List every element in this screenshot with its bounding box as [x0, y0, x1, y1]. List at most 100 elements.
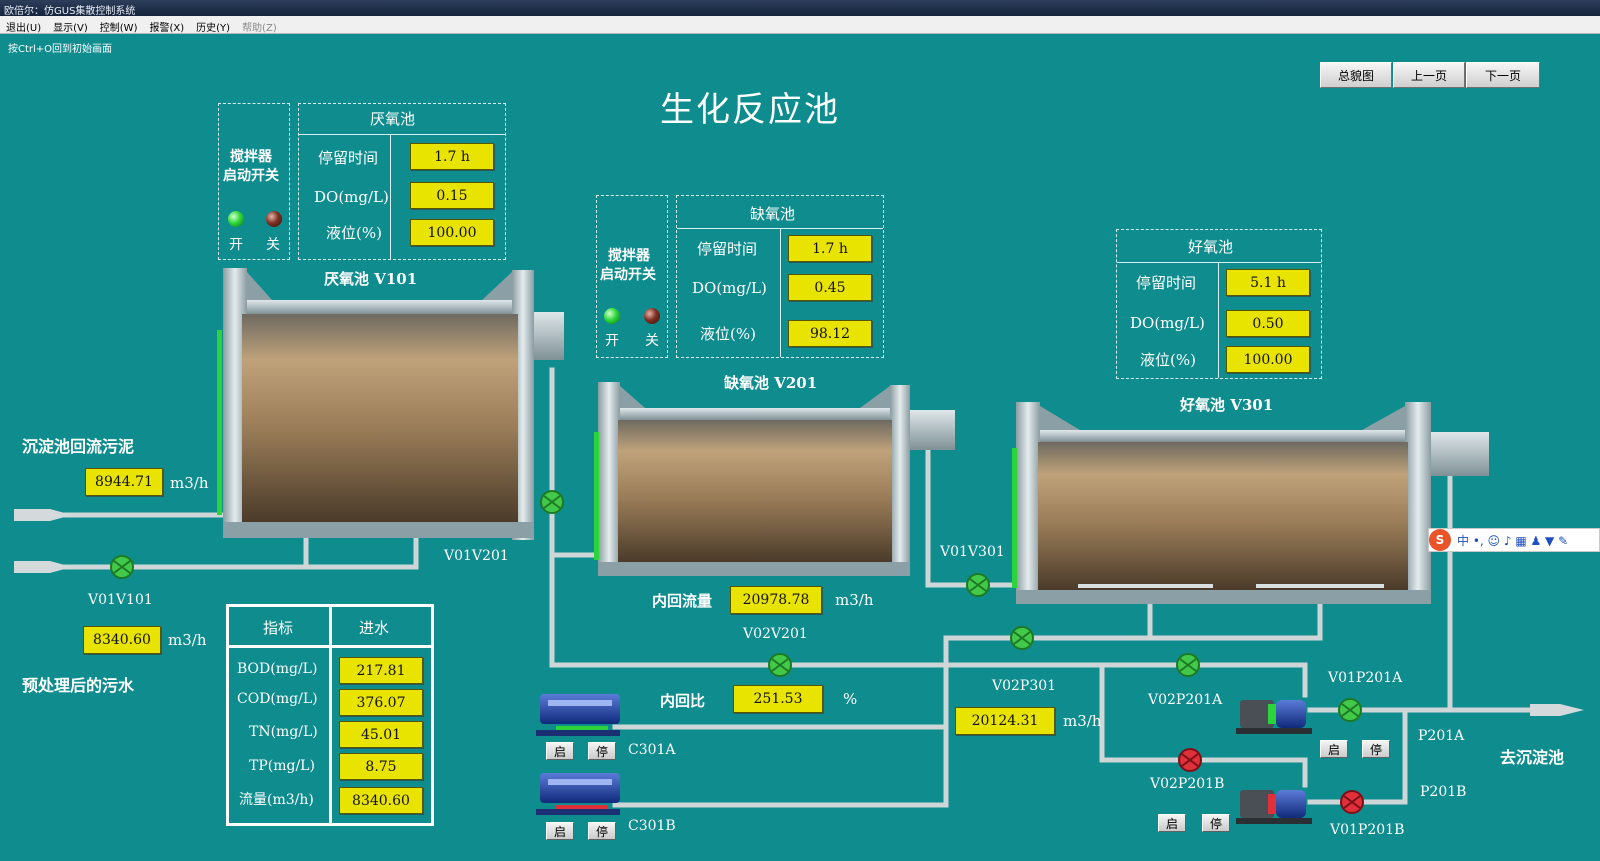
p201b-stop-button[interactable]: 停 [1202, 814, 1230, 832]
valve-v01p201a[interactable] [1338, 698, 1362, 722]
menu-bar: 退出(U) 显示(V) 控制(W) 报警(X) 历史(Y) 帮助(Z) [0, 16, 1600, 34]
tank-v301-label: 好氧池 V301 [1180, 396, 1274, 414]
anaerobic-level-value: 100.00 [410, 219, 494, 246]
p201a-start-button[interactable]: 启 [1320, 740, 1348, 758]
level-label: 液位(%) [700, 325, 756, 343]
mixer-off-indicator[interactable] [644, 308, 660, 324]
prev-page-button[interactable]: 上一页 [1393, 62, 1465, 88]
do-label: DO(mg/L) [314, 188, 389, 206]
table-header-influent: 进水 [359, 619, 390, 637]
menu-control[interactable]: 控制(W) [99, 23, 138, 34]
mixer-on-indicator[interactable] [228, 211, 244, 227]
table-row-value: 45.01 [339, 721, 423, 748]
mixer-on-label: 开 [229, 237, 243, 253]
c301b-stop-button[interactable]: 停 [588, 822, 616, 840]
overview-button[interactable]: 总貌图 [1320, 62, 1392, 88]
tag-v01p201a: V01P201A [1328, 670, 1403, 686]
anaerobic-header: 厌氧池 [370, 110, 416, 128]
dwell-label: 停留时间 [697, 240, 758, 258]
aerobic-dwell-value: 5.1 h [1226, 269, 1310, 296]
aerobic-header: 好氧池 [1188, 238, 1234, 256]
menu-alarm[interactable]: 报警(X) [149, 23, 185, 34]
ime-logo-icon[interactable]: S [1429, 529, 1451, 551]
internal-flow-unit: m3/h [835, 591, 874, 609]
anoxic-dwell-value: 1.7 h [788, 235, 872, 262]
table-row-value: 217.81 [339, 657, 423, 684]
table-row-name: TN(mg/L) [249, 724, 318, 740]
ime-tools[interactable]: 中 •, ☺ ♪ ▦ ♟ ▼ ✎ [1457, 533, 1569, 548]
outlet-label: 去沉淀池 [1500, 748, 1565, 767]
valve-v01v301[interactable] [966, 573, 990, 597]
table-row-name: BOD(mg/L) [237, 661, 318, 677]
divider [780, 228, 781, 357]
table-row-value: 8340.60 [339, 787, 423, 814]
mixer-off-label: 关 [645, 333, 659, 349]
internal-flow-label: 内回流量 [652, 592, 713, 610]
valve-v01v101[interactable] [110, 555, 134, 579]
valve-v02v201[interactable] [768, 653, 792, 677]
ime-toolbar[interactable]: S 中 •, ☺ ♪ ▦ ♟ ▼ ✎ [1428, 528, 1600, 552]
air-flow-value: 20124.31 [955, 707, 1055, 735]
anaerobic-param-panel [298, 103, 506, 260]
tag-v02p201b: V02P201B [1150, 776, 1225, 792]
valve-v01v201[interactable] [540, 490, 564, 514]
mixer-on-indicator[interactable] [604, 308, 620, 324]
anaerobic-dwell-value: 1.7 h [410, 143, 494, 170]
next-page-button[interactable]: 下一页 [1466, 62, 1540, 88]
mixer-off-indicator[interactable] [266, 211, 282, 227]
menu-help[interactable]: 帮助(Z) [242, 23, 277, 34]
table-row-value: 8.75 [339, 753, 423, 780]
tag-c301a: C301A [628, 742, 676, 758]
aerobic-param-panel [1116, 229, 1322, 379]
p201a-stop-button[interactable]: 停 [1362, 740, 1390, 758]
tank-v101 [223, 268, 564, 540]
menu-exit[interactable]: 退出(U) [6, 23, 42, 34]
window-titlebar: 欧倍尔：仿GUS集散控制系统 [0, 0, 1600, 17]
anoxic-header: 缺氧池 [750, 205, 796, 223]
menu-history[interactable]: 历史(Y) [196, 23, 231, 34]
valve-v02p201b[interactable] [1178, 748, 1202, 772]
dwell-label: 停留时间 [1136, 274, 1197, 292]
internal-ratio-label: 内回比 [660, 692, 706, 710]
aerobic-level-value: 100.00 [1226, 346, 1310, 373]
influent-index-table: 指标 进水 BOD(mg/L) 217.81 COD(mg/L) 376.07 … [226, 604, 434, 826]
pump-p201b[interactable] [1236, 790, 1312, 824]
aerobic-do-value: 0.50 [1226, 310, 1310, 337]
valve-v02p201a[interactable] [1176, 653, 1200, 677]
hint-text: 按Ctrl+O回到初始画面 [8, 44, 113, 55]
table-row-name: COD(mg/L) [237, 691, 318, 707]
valve-v02p301[interactable] [1010, 626, 1034, 650]
window-title: 欧倍尔：仿GUS集散控制系统 [4, 6, 136, 17]
tag-v01v301: V01V301 [940, 544, 1005, 560]
do-label: DO(mg/L) [1130, 314, 1205, 332]
return-sludge-unit: m3/h [170, 474, 209, 492]
c301a-start-button[interactable]: 启 [546, 742, 574, 760]
dwell-label: 停留时间 [318, 149, 379, 167]
divider [299, 134, 505, 135]
tag-v02p301: V02P301 [992, 678, 1057, 694]
sewage-inlet-arrow [14, 561, 72, 573]
tag-p201b: P201B [1420, 784, 1467, 800]
outlet-arrow [1530, 704, 1584, 716]
c301b-start-button[interactable]: 启 [546, 822, 574, 840]
p201b-start-button[interactable]: 启 [1158, 814, 1186, 832]
table-divider [329, 607, 332, 823]
mixer-switch-panel-v201 [596, 195, 668, 358]
pretreated-flow-value: 8340.60 [83, 626, 161, 654]
do-label: DO(mg/L) [692, 279, 767, 297]
level-bar-v301 [1012, 448, 1017, 588]
blower-c301b[interactable] [536, 773, 620, 815]
mixer-label-2: 启动开关 [600, 267, 656, 283]
pump-p201a[interactable] [1236, 700, 1312, 734]
menu-display[interactable]: 显示(V) [53, 23, 88, 34]
level-label: 液位(%) [1140, 351, 1196, 369]
mixer-label-2: 启动开关 [223, 168, 279, 184]
page-title: 生化反应池 [660, 90, 840, 130]
table-row-name: 流量(m3/h) [239, 792, 314, 808]
return-sludge-label: 沉淀池回流污泥 [22, 437, 135, 456]
c301a-stop-button[interactable]: 停 [588, 742, 616, 760]
valve-v01p201b[interactable] [1340, 790, 1364, 814]
blower-c301a[interactable] [536, 694, 620, 736]
return-sludge-flow-value: 8944.71 [85, 468, 163, 496]
